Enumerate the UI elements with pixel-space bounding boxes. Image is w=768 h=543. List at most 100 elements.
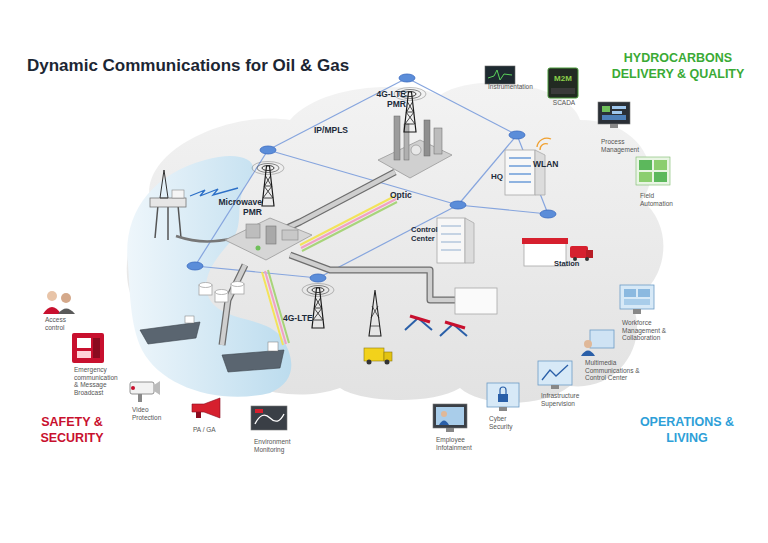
scada-icon <box>548 68 578 98</box>
network-nodes <box>399 74 415 82</box>
network-nodes <box>540 210 556 218</box>
icon-caption: Instrumentation <box>488 83 548 91</box>
control-center-building <box>441 226 461 250</box>
control-center-building <box>437 218 465 263</box>
infotainment-icon <box>433 404 467 432</box>
cyber-security-icon <box>487 383 519 407</box>
tankers <box>185 316 194 323</box>
tankers <box>140 316 284 372</box>
emergency-icon <box>77 351 91 358</box>
icon-tile: Workforce Management & Collaboration <box>619 284 685 342</box>
network-nodes <box>187 262 203 270</box>
icon-tile: Infrastructure Supervision <box>537 360 595 404</box>
processing-plant <box>266 226 276 244</box>
emergency-icon <box>72 333 104 363</box>
optic-fibres <box>268 270 289 343</box>
optic-fibres <box>300 196 395 245</box>
access-control-icon <box>47 291 57 301</box>
network-label: Control Center <box>411 226 447 243</box>
group-heading: SAFETY & SECURITY <box>26 414 118 446</box>
infotainment-icon <box>436 407 464 425</box>
optic-fibres <box>262 196 397 345</box>
icon-tile: Field Automation <box>635 156 683 210</box>
control-center-building <box>437 218 474 263</box>
optic-fibres <box>265 271 286 344</box>
offshore-platform <box>155 205 181 240</box>
offshore-platform <box>160 170 168 198</box>
pipelines <box>222 265 245 345</box>
cloud-backdrop <box>127 83 664 403</box>
processing-plant <box>246 224 260 238</box>
environment-icon <box>251 406 287 430</box>
well-site <box>369 290 381 336</box>
icon-tile: M2MSCADA <box>547 67 581 107</box>
refinery <box>394 116 400 160</box>
icon-caption: Video Protection <box>132 406 172 421</box>
network-label: 4G-LTE PMR <box>370 90 406 110</box>
network-links <box>195 266 318 278</box>
processing-plant <box>225 218 312 260</box>
tankers <box>222 350 284 372</box>
network-nodes <box>187 74 556 282</box>
hq-building <box>505 150 535 195</box>
field-automation-icon <box>639 160 652 170</box>
process-management-icon <box>598 102 630 128</box>
workforce-icon <box>624 299 650 305</box>
icon-tile: PA / GA <box>189 397 225 435</box>
cyber-security-icon <box>498 394 508 402</box>
multimedia-icon <box>581 351 595 357</box>
processing-plant <box>225 218 312 260</box>
tankers <box>268 342 278 351</box>
service-truck <box>364 348 392 365</box>
processing-plant <box>282 230 298 240</box>
service-truck <box>384 352 392 361</box>
video-icon <box>138 394 142 402</box>
workforce-icon <box>633 309 641 314</box>
group-heading: OPERATIONS & LIVING <box>628 414 746 446</box>
icon-caption: Cyber Security <box>489 415 529 430</box>
network-label: 4G-LTE <box>283 314 327 324</box>
network-nodes <box>509 131 525 139</box>
hq-building <box>535 150 545 195</box>
multimedia-icon <box>584 340 592 348</box>
fuel-station <box>570 246 588 258</box>
control-center-building <box>465 218 474 263</box>
icon-badge: M2M <box>549 74 577 83</box>
storage-tanks <box>231 282 244 287</box>
icon-tile: Multimedia Communications & Control Cent… <box>581 328 649 380</box>
workforce-icon <box>620 285 654 314</box>
field-automation-icon <box>639 172 652 182</box>
hq-building <box>509 158 531 182</box>
network-label: Optic <box>390 191 430 201</box>
cyber-security-icon <box>500 387 506 394</box>
icon-tile: Cyber Security <box>486 382 530 428</box>
process-management-icon <box>602 115 626 120</box>
environment-icon <box>255 414 284 424</box>
video-icon <box>154 381 160 395</box>
environment-icon <box>251 406 287 430</box>
infrastructure-icon <box>551 385 559 389</box>
refinery <box>434 128 442 154</box>
infrastructure-icon <box>538 361 572 389</box>
emergency-icon <box>77 338 91 348</box>
refinery <box>424 120 430 156</box>
workforce-icon <box>638 289 650 297</box>
offshore-platform <box>172 190 184 198</box>
processing-plant <box>256 246 261 251</box>
workforce-icon <box>620 285 654 309</box>
storage-tanks <box>199 282 244 303</box>
access-control-icon <box>43 291 75 314</box>
optic-fibres <box>302 202 397 251</box>
network-links <box>458 205 548 214</box>
instrumentation-icon <box>485 66 515 84</box>
icon-tile: Instrumentation <box>484 65 548 91</box>
icon-tile: Emergency communication & Message Broadc… <box>71 332 127 396</box>
tankers <box>140 322 200 344</box>
scada-icon <box>548 68 578 98</box>
service-truck <box>367 360 372 365</box>
well-site <box>370 306 380 326</box>
cyber-security-icon <box>487 383 519 411</box>
infrastructure-icon <box>542 365 568 380</box>
